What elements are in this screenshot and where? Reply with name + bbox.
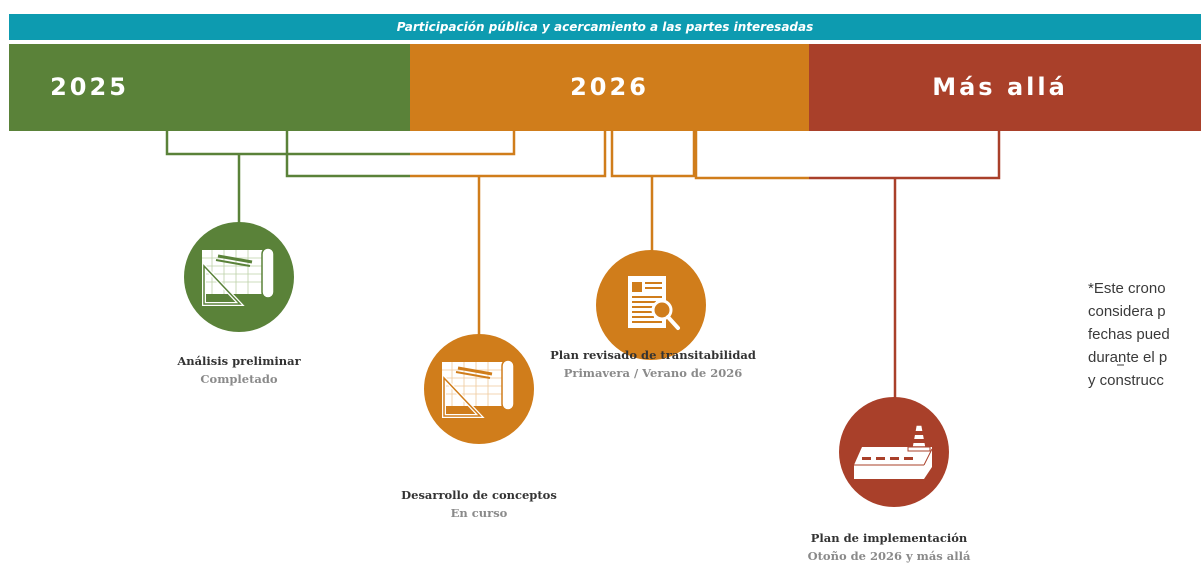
milestone-plan-revisado-circle [596,250,706,360]
milestone-title: Plan revisado de transitabilidad [550,348,756,362]
connector-implementacion [694,131,809,180]
note-line: *Este crono [1088,280,1166,297]
year-bar-2026: 2026 [410,44,809,131]
milestone-implementacion-circle [839,397,949,507]
engagement-banner: Participación pública y acercamiento a l… [9,14,1201,40]
year-label: 2025 [50,73,129,101]
milestone-title: Plan de implementación [810,531,968,545]
drafting-plans-icon [442,359,515,418]
milestone-desarrollo-circle [424,334,534,444]
note-line: y construcc [1088,372,1164,389]
milestone-status: Otoño de 2026 y más allá [807,549,971,563]
road-cone-icon [854,424,933,479]
drafting-plans-icon [202,247,275,306]
document-search-icon [628,276,680,330]
milestone-status: Primavera / Verano de 2026 [563,366,743,380]
milestone-analisis-label: Análisis preliminar Completado [139,352,339,388]
note-line: fechas pued [1088,326,1170,343]
milestone-title: Análisis preliminar [177,354,301,368]
connector-desarrollo-right [410,131,607,178]
schedule-note: *Este crono considera p fechas pued dura… [1088,277,1201,392]
milestone-title: Desarrollo de conceptos [401,488,557,502]
year-bar-beyond: Más allá [809,44,1201,131]
milestone-implementacion-label: Plan de implementación Otoño de 2026 y m… [779,529,999,565]
milestone-status: Completado [200,372,278,386]
note-line: durante el p [1088,349,1168,366]
year-label: 2026 [570,73,649,101]
connector-desarrollo [285,131,410,178]
connector-analisis [165,131,410,156]
year-label: Más allá [932,73,1068,101]
milestone-analisis-circle [184,222,294,332]
milestone-status: En curso [450,506,508,520]
milestone-desarrollo-label: Desarrollo de conceptos En curso [369,486,589,522]
year-bar-2025: 2025 [9,44,410,131]
milestone-plan-revisado-label: Plan revisado de transitabilidad Primave… [518,346,788,382]
connector-implementacion-right [809,131,1001,180]
connector-plan-revisado [610,131,696,178]
note-line: considera p [1088,303,1166,320]
connector-analisis-right [410,131,516,156]
